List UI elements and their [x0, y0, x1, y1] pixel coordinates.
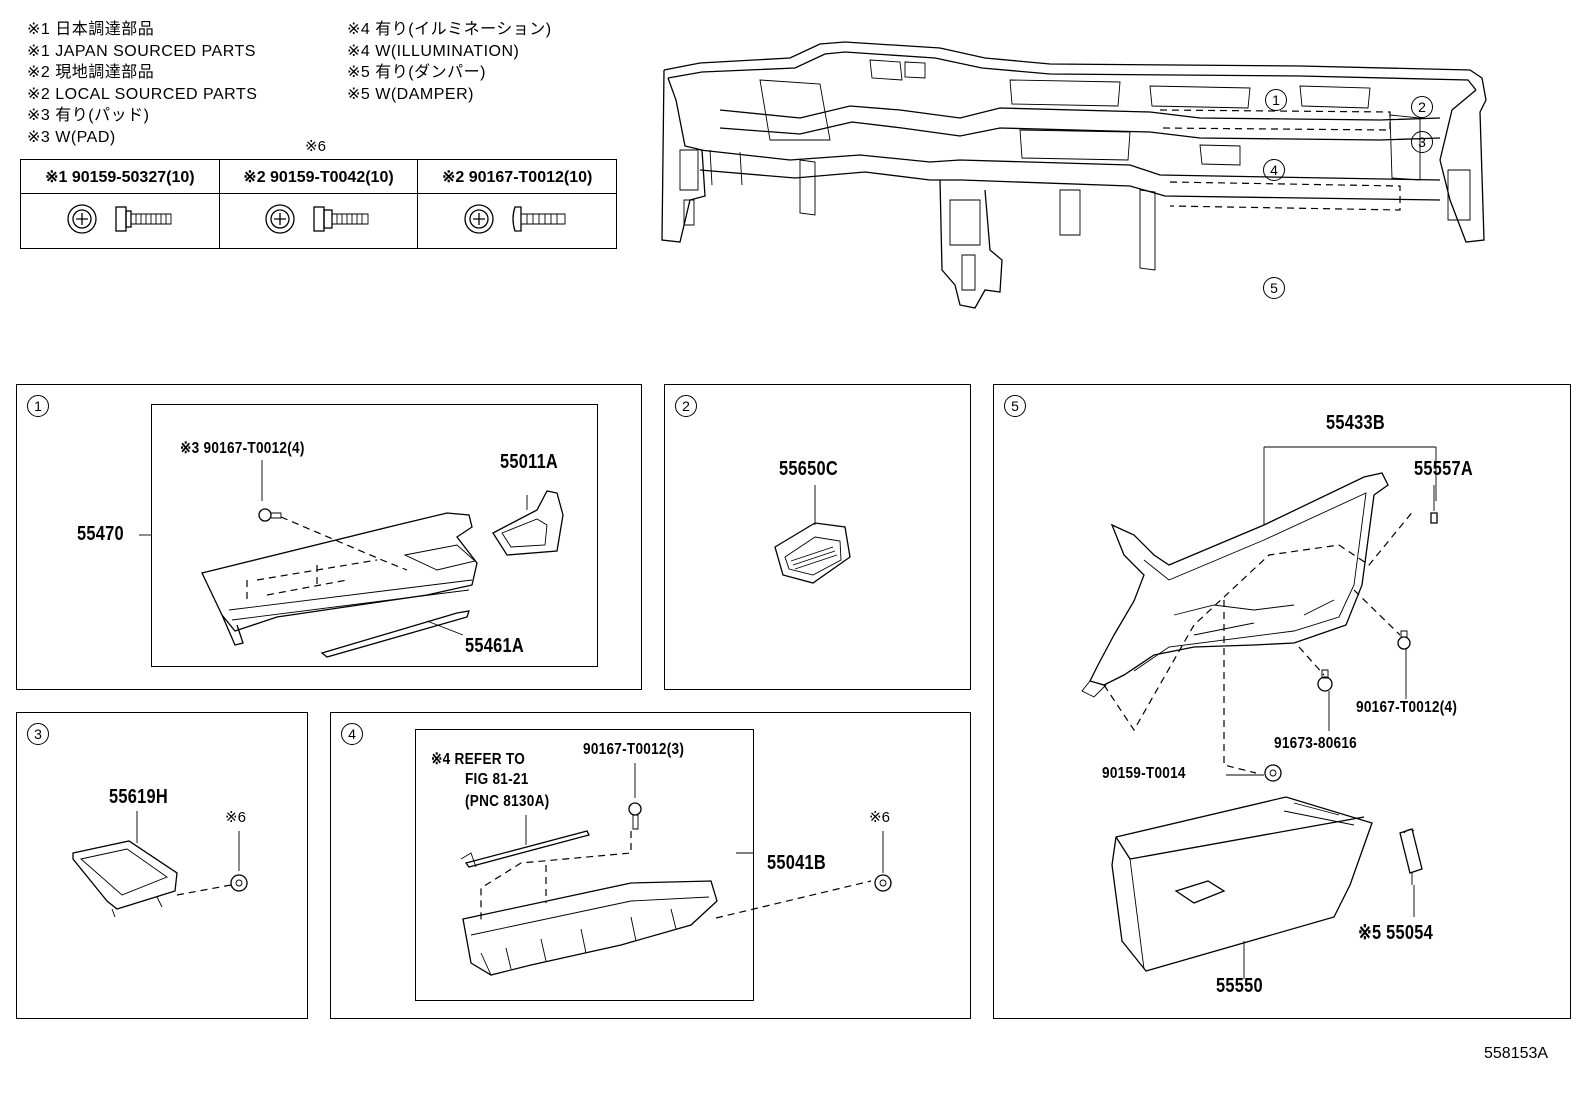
overview-callout: 5	[1263, 277, 1285, 299]
panel-index: 1	[27, 395, 49, 417]
panel-index: 3	[27, 723, 49, 745]
notes-left: ※1 日本調達部品 ※1 JAPAN SOURCED PARTS ※2 現地調達…	[27, 19, 257, 148]
part-label-55041b: 55041B	[767, 852, 826, 874]
detail-panel-3: 3 55619H ※6	[16, 712, 308, 1019]
overview-callout: 4	[1263, 159, 1285, 181]
panel-index: 5	[1004, 395, 1026, 417]
note-mark-6: ※6	[225, 809, 246, 826]
part-label-55470: 55470	[77, 523, 124, 545]
dashboard-frame-overview	[661, 41, 1487, 309]
upper-instrument-panel-drawing	[139, 460, 564, 658]
note-line: ※2 LOCAL SOURCED PARTS	[27, 85, 258, 103]
detail-subpanel	[151, 404, 598, 667]
bolt-icon	[464, 203, 566, 234]
panel-index: 2	[675, 395, 697, 417]
bolt-icon	[265, 203, 369, 234]
figure-id: 558153A	[1484, 1045, 1549, 1062]
part-label-bolt: ※3 90167-T0012(4)	[180, 440, 305, 457]
notes-right: ※4 有り(イルミネーション) ※4 W(ILLUMINATION) ※5 有り…	[347, 19, 552, 105]
bolt-table-header: ※2 90159-T0042(10)	[218, 159, 419, 194]
part-label-refer: ※4 REFER TO	[431, 751, 526, 768]
note-line: ※1 JAPAN SOURCED PARTS	[27, 42, 256, 60]
part-label-55461a: 55461A	[465, 635, 524, 657]
bolt-illustration-cell	[218, 193, 419, 249]
bolt-table-header: ※1 90159-50327(10)	[20, 159, 220, 194]
bolt-table: ※1 90159-50327(10) ※2 90159-T0042(10) ※2…	[20, 159, 617, 249]
note-line: ※5 有り(ダンパー)	[347, 64, 486, 81]
side-register-drawing	[774, 485, 851, 584]
note-line: ※3 W(PAD)	[27, 128, 116, 146]
detail-panel-2: 2 55650C	[664, 384, 971, 690]
panel-index: 4	[341, 723, 363, 745]
lower-finish-panel-drawing	[460, 763, 892, 976]
bolt-table-mark: ※6	[305, 138, 326, 155]
bolt-icon	[67, 203, 172, 234]
part-label-refer: FIG 81-21	[465, 771, 529, 788]
bolt-illustration-cell	[417, 193, 617, 249]
part-label-bolt: 90167-T0012(4)	[1356, 699, 1458, 716]
bolt-illustration-cell	[20, 193, 220, 249]
bolt-table-header: ※2 90167-T0012(10)	[417, 159, 617, 194]
note-line: ※4 W(ILLUMINATION)	[347, 42, 520, 60]
part-label-55650c: 55650C	[779, 458, 838, 480]
note-line: ※3 有り(パッド)	[27, 107, 150, 124]
part-label-55557a: 55557A	[1414, 458, 1473, 480]
part-label-55054: ※5 55054	[1358, 922, 1433, 944]
glove-box-drawing	[1081, 446, 1438, 979]
part-label-refer: (PNC 8130A)	[465, 793, 550, 810]
overview-callout: 1	[1265, 89, 1287, 111]
note-line: ※2 現地調達部品	[27, 64, 155, 81]
part-label-bolt: 90159-T0014	[1102, 765, 1186, 782]
overview-callout: 3	[1411, 131, 1433, 153]
part-label-55011a: 55011A	[500, 451, 559, 473]
detail-panel-1: 1 ※3 90167-T0012(4) 55011A 55470 55461A	[16, 384, 642, 690]
part-label-bolt: 90167-T0012(3)	[583, 741, 685, 758]
detail-panel-4: 4 ※4 REFER TO FIG 81-21 (PNC 8130A) 9016…	[330, 712, 971, 1019]
part-label-bolt: 91673-80616	[1274, 735, 1357, 752]
overview-callout: 2	[1411, 96, 1433, 118]
note-mark-6: ※6	[869, 809, 890, 826]
detail-panel-5: 5 55433B 55557A 90167-T0012(4) 91673-806…	[993, 384, 1571, 1019]
note-line: ※5 W(DAMPER)	[347, 85, 474, 103]
part-label-55433b: 55433B	[1326, 412, 1385, 434]
note-line: ※4 有り(イルミネーション)	[347, 21, 552, 38]
note-line: ※1 日本調達部品	[27, 21, 155, 38]
detail-subpanel	[415, 729, 754, 1001]
part-label-55550: 55550	[1216, 975, 1263, 997]
part-label-55619h: 55619H	[109, 786, 168, 808]
lower-pad-bracket-drawing	[72, 811, 248, 918]
